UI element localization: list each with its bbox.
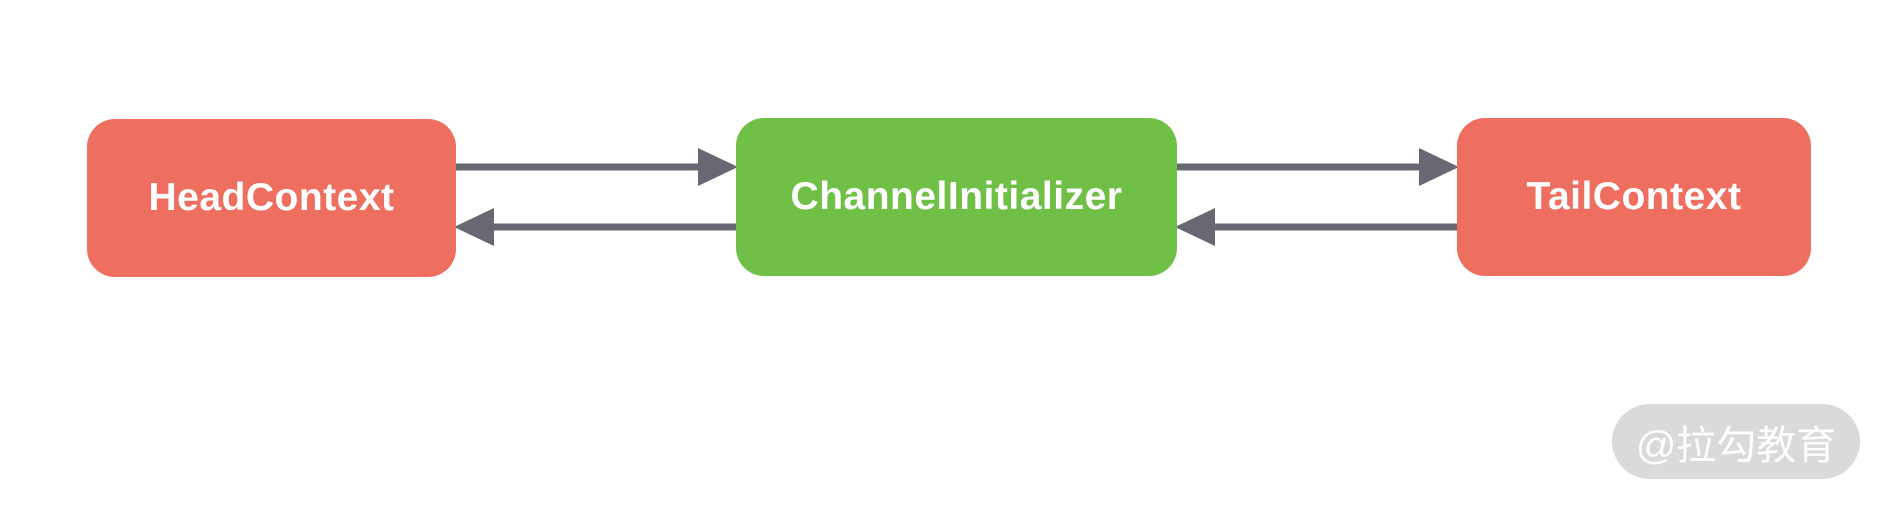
node-head-context: HeadContext <box>87 119 456 277</box>
node-channel-initializer: ChannelInitializer <box>736 118 1177 276</box>
arrow-tail-to-channel <box>1175 208 1457 246</box>
watermark-badge: @拉勾教育 <box>1612 404 1860 479</box>
arrow-head-to-channel <box>456 148 738 186</box>
node-tail-context: TailContext <box>1457 118 1811 276</box>
arrow-channel-to-head <box>454 208 736 246</box>
arrow-channel-to-tail <box>1177 148 1459 186</box>
